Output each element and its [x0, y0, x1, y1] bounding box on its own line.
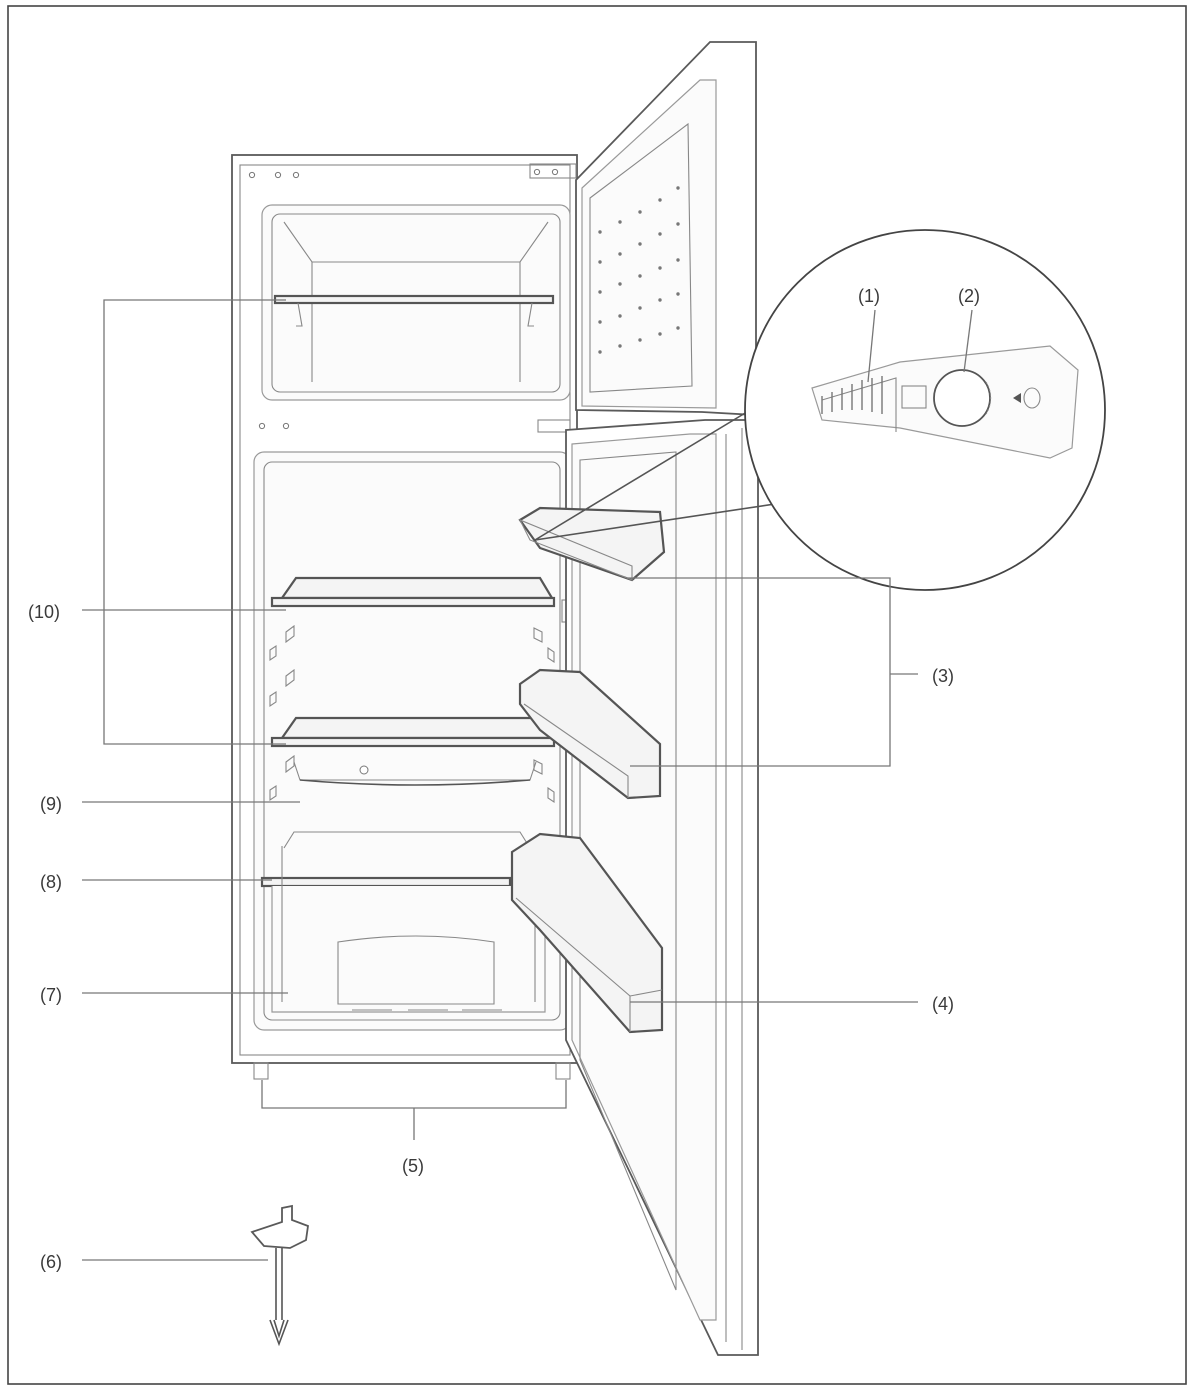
- crisper-cover-edge: [260, 876, 512, 888]
- water-channel-outline: [293, 761, 537, 781]
- fridge-compartment: [253, 451, 573, 1031]
- drain-cleaner-head: [250, 1204, 309, 1249]
- control-panel-vents: [821, 376, 883, 414]
- door-bottle-rack: [510, 832, 664, 1034]
- callout-2: (2): [958, 286, 980, 306]
- glass-shelf-upper-edge: [270, 596, 556, 608]
- callout-4: (4): [932, 994, 954, 1014]
- callout-7: (7): [40, 985, 62, 1005]
- freezer-door-dots: [598, 186, 680, 354]
- screw: [248, 171, 256, 179]
- glass-shelf-upper: [279, 576, 554, 600]
- shelf-supports: [269, 624, 555, 804]
- knob-ridges: [985, 381, 992, 415]
- drain-cleaner-shaft: [275, 1248, 283, 1320]
- fridge-door-liner: [571, 433, 717, 1321]
- leader-2: [963, 309, 973, 373]
- screw: [292, 171, 300, 179]
- door-rack-top-lip: [518, 518, 633, 581]
- freezer-shelf: [273, 294, 555, 305]
- hinge-plate: [537, 419, 571, 433]
- leader-lines: [82, 299, 973, 1261]
- freezer-door-panel: [589, 122, 693, 393]
- freezer-cavity-inner: [271, 213, 561, 393]
- top-hinge-plate: [529, 163, 577, 179]
- control-panel-edge: [821, 377, 897, 432]
- glass-shelf-lower-edge: [270, 736, 556, 748]
- callout-6: (6): [40, 1252, 62, 1272]
- callout-1: (1): [858, 286, 880, 306]
- water-channel-line: [299, 779, 531, 786]
- leader-1: [867, 309, 876, 383]
- crisper-drawer: [271, 886, 546, 1013]
- freezer-back-sides: [311, 262, 521, 382]
- foot-left: [253, 1062, 269, 1080]
- screw: [282, 422, 290, 430]
- thermostat-knob: [933, 369, 991, 427]
- fridge-door: [510, 419, 759, 1356]
- adjustable-feet: [253, 1062, 571, 1080]
- freezer-door: [575, 41, 757, 416]
- callout-10: (10): [28, 602, 60, 622]
- callout-9: (9): [40, 794, 62, 814]
- drain-cleaner-tip: [269, 1319, 289, 1347]
- knob-indicator: [1023, 387, 1041, 409]
- freezer-back-top: [283, 221, 549, 263]
- freezer-compartment: [261, 204, 571, 401]
- leader-5-bracket: [261, 1080, 567, 1109]
- crisper-cover-top: [283, 831, 531, 849]
- door-rack-middle-lip: [523, 703, 629, 798]
- callout-3: (3): [932, 666, 954, 686]
- control-panel-zoom: [534, 229, 1106, 591]
- screw: [258, 422, 266, 430]
- knob-arrow-icon: [1013, 393, 1021, 403]
- drain-hole: [359, 765, 369, 775]
- callout-5: (5): [402, 1156, 424, 1176]
- screw: [533, 168, 541, 176]
- door-bottle-rack-lip: [515, 897, 663, 1032]
- foot-right: [555, 1062, 571, 1080]
- leader-3-bracket: [628, 577, 891, 767]
- glass-shelf-lower: [279, 716, 554, 740]
- freezer-shelf-supports: [296, 302, 534, 327]
- door-rack-middle: [518, 668, 662, 800]
- leader-10-bracket: [103, 299, 286, 745]
- callout-8: (8): [40, 872, 62, 892]
- drain-cleaner-tool: [250, 1204, 309, 1347]
- freezer-door-liner: [581, 79, 717, 409]
- door-gasket-lines: [725, 428, 743, 1350]
- figure-frame: [7, 5, 1187, 1385]
- light-window: [901, 385, 927, 409]
- crisper-handle-panel: [337, 935, 495, 1005]
- screw: [274, 171, 282, 179]
- screw: [551, 168, 559, 176]
